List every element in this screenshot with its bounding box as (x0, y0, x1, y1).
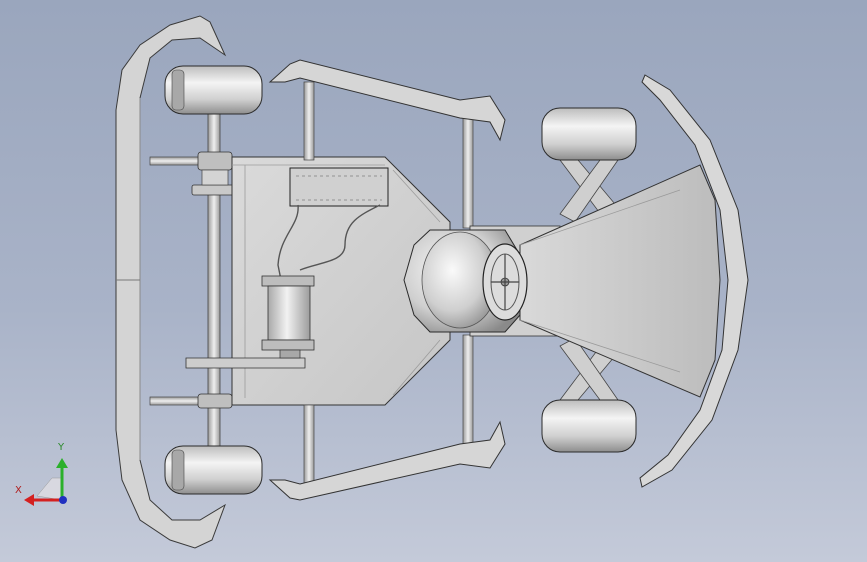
electric-motor (261, 275, 315, 359)
bearing-top (191, 151, 237, 196)
front-wheel-bottom (541, 399, 637, 453)
rear-wheel-bottom (164, 445, 263, 495)
nose-cone (519, 164, 721, 398)
rear-wheel-top (164, 65, 263, 115)
side-pod-top (268, 59, 506, 229)
chain-guard (185, 357, 306, 369)
steering-wheel (482, 243, 528, 321)
axis-triad (24, 458, 68, 506)
x-axis-label: X (15, 485, 22, 496)
y-axis-label: Y (58, 442, 65, 453)
rear-bumper (115, 15, 227, 549)
controller-box (289, 167, 389, 207)
front-bumper (639, 74, 749, 488)
bearing-bottom (197, 393, 233, 409)
z-axis-dot (59, 496, 67, 504)
wire-2 (299, 204, 381, 271)
triad-plane (36, 477, 63, 501)
side-pod-bottom (268, 334, 506, 501)
wire-1 (277, 204, 299, 286)
front-wheel-top (541, 107, 637, 161)
